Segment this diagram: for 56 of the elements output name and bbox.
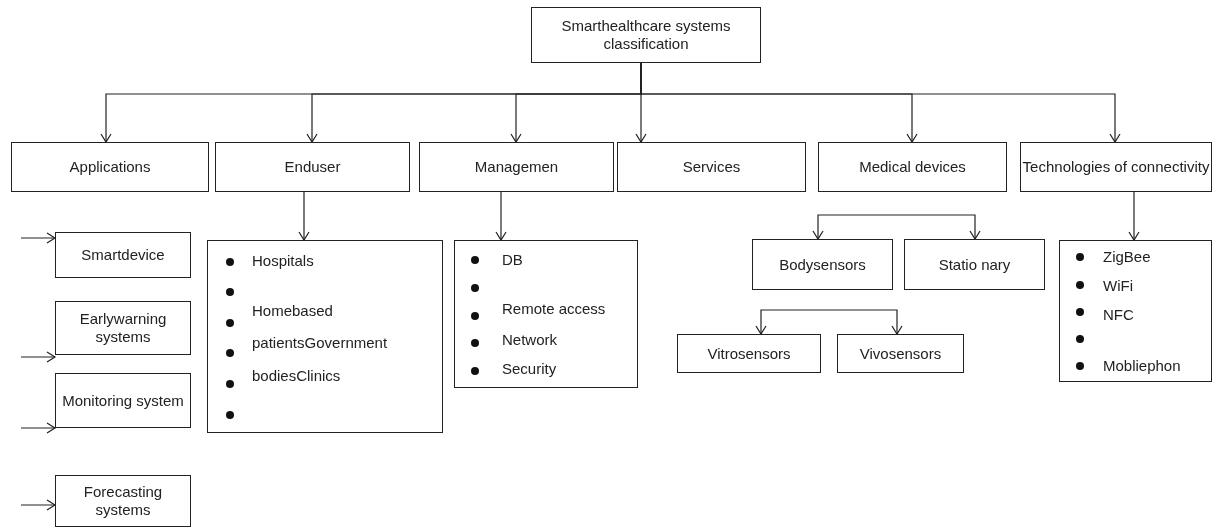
- node-label: Bodysensors: [779, 255, 866, 274]
- bullet-list-box: [1059, 240, 1212, 382]
- category-box: [818, 142, 1007, 192]
- arrow: [1128, 191, 1140, 241]
- root-box: [531, 7, 761, 63]
- list-item: Security: [502, 360, 557, 378]
- arrow: [20, 232, 56, 244]
- node-label: Monitoring system: [62, 391, 184, 410]
- arrow: [895, 214, 981, 240]
- arrow: [828, 309, 903, 335]
- list-item: Mobliephon: [1103, 357, 1181, 375]
- list-item: Homebased: [252, 302, 333, 320]
- category-box: [1020, 142, 1212, 192]
- node-label: Enduser: [284, 158, 341, 176]
- category-box: [677, 334, 821, 373]
- list-item: ZigBee: [1103, 248, 1151, 266]
- node-label: Medical devices: [859, 158, 966, 176]
- category-box: [904, 239, 1045, 290]
- category-box: [617, 142, 806, 192]
- node-label: Applications: [69, 158, 151, 176]
- category-box: [55, 475, 191, 527]
- node-label: Smartdevice: [81, 246, 165, 264]
- list-item: patientsGovernment: [252, 334, 388, 352]
- category-box: [419, 142, 614, 192]
- arrow: [812, 214, 897, 240]
- list-item: Network: [502, 331, 557, 349]
- list-item: NFC: [1103, 306, 1134, 324]
- list-item: WiFi: [1103, 277, 1133, 295]
- arrow: [755, 309, 830, 335]
- category-box: [55, 301, 191, 355]
- node-label: Managemen: [474, 158, 559, 176]
- arrow: [20, 351, 56, 363]
- list-item: Hospitals: [252, 252, 314, 270]
- node-label: Forecasting systems: [82, 483, 164, 519]
- node-label: Earlywarning systems: [78, 310, 168, 346]
- category-box: [837, 334, 964, 373]
- list-item: DB: [502, 251, 523, 269]
- node-label: Services: [682, 158, 741, 176]
- node-label: Smarthealthcare systems classification: [560, 17, 732, 53]
- arrow: [495, 191, 507, 241]
- node-label: Technologies of connectivity: [1022, 158, 1210, 176]
- category-box: [215, 142, 410, 192]
- list-item: bodiesClinics: [252, 367, 341, 385]
- arrow: [20, 499, 56, 511]
- arrow: [20, 422, 56, 434]
- arrow: [298, 191, 310, 241]
- list-item: Remote access: [502, 300, 606, 318]
- category-box: [11, 142, 209, 192]
- category-box: [55, 232, 191, 278]
- category-box: [752, 239, 893, 290]
- node-label: Vitrosensors: [707, 344, 791, 363]
- node-label: Vivosensors: [859, 344, 942, 363]
- category-box: [55, 373, 191, 428]
- bullet-list-box: [207, 240, 443, 433]
- node-label: Statio nary: [938, 255, 1011, 274]
- bullet-list-box: [454, 240, 638, 388]
